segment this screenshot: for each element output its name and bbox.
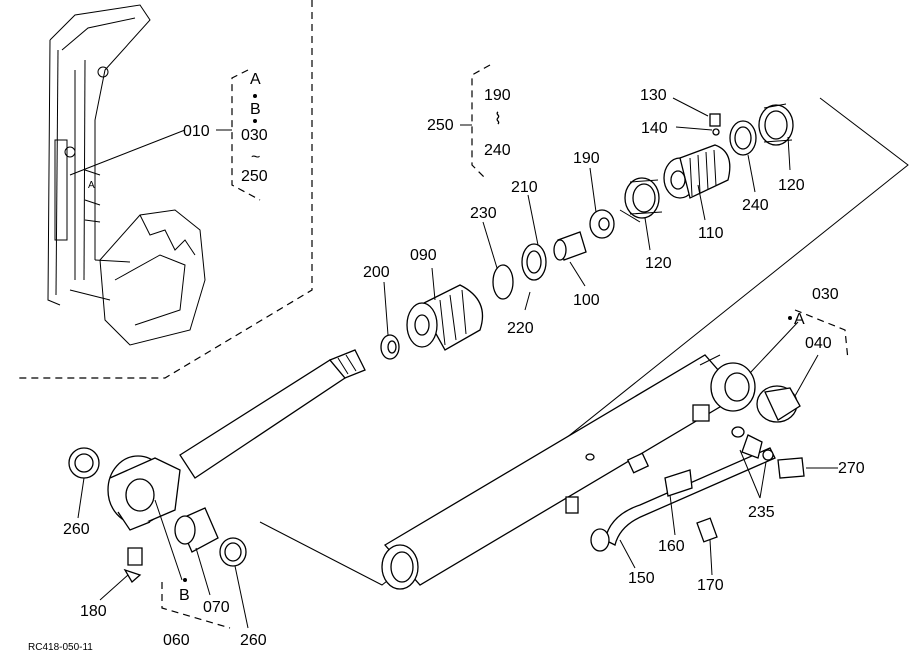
label-wave: ⌇ bbox=[494, 111, 502, 128]
exploded-frame bbox=[259, 97, 909, 586]
cylinder-tube bbox=[381, 354, 756, 590]
label-100: 100 bbox=[573, 292, 600, 309]
label-010: 010 bbox=[183, 123, 210, 140]
label-group-030: 030 bbox=[241, 127, 268, 144]
label-190-top: 190 bbox=[484, 87, 511, 104]
label-180: 180 bbox=[80, 603, 107, 620]
label-200: 200 bbox=[363, 264, 390, 281]
label-b: B bbox=[179, 587, 190, 604]
label-group-a: A bbox=[250, 71, 261, 88]
figure-code: RC418-050-11 bbox=[28, 642, 93, 653]
label-230: 230 bbox=[470, 205, 497, 222]
bushings bbox=[68, 385, 801, 584]
label-270: 270 bbox=[838, 460, 865, 477]
label-260-a: 260 bbox=[63, 521, 90, 538]
label-a: A bbox=[794, 311, 805, 328]
group-250: 250 190 ⌇ 240 bbox=[427, 64, 511, 179]
piston-rod bbox=[107, 349, 366, 531]
label-130: 130 bbox=[640, 87, 667, 104]
leader-lines bbox=[77, 97, 849, 629]
label-040: 040 bbox=[805, 335, 832, 352]
label-060: 060 bbox=[163, 632, 190, 649]
label-090: 090 bbox=[410, 247, 437, 264]
label-group-250: 250 bbox=[241, 168, 268, 185]
svg-text:A: A bbox=[88, 180, 95, 191]
label-120-a: 120 bbox=[778, 177, 805, 194]
part-labels: 130 140 120 240 110 120 190 210 230 090 … bbox=[28, 87, 865, 653]
label-140: 140 bbox=[641, 120, 668, 137]
label-group-b: B bbox=[250, 101, 261, 118]
label-190-b: 190 bbox=[573, 150, 600, 167]
label-220: 220 bbox=[507, 320, 534, 337]
label-160: 160 bbox=[658, 538, 685, 555]
label-210: 210 bbox=[511, 179, 538, 196]
piston-parts bbox=[380, 103, 794, 360]
label-240-top: 240 bbox=[484, 142, 511, 159]
label-235: 235 bbox=[748, 504, 775, 521]
machine-inset: A 010 A B 030 ~ 250 bbox=[15, 0, 313, 379]
label-260-b: 260 bbox=[240, 632, 267, 649]
label-030: 030 bbox=[812, 286, 839, 303]
label-070: 070 bbox=[203, 599, 230, 616]
label-group-tilde: ~ bbox=[251, 149, 260, 166]
label-250: 250 bbox=[427, 117, 454, 134]
label-120-b: 120 bbox=[645, 255, 672, 272]
label-240-b: 240 bbox=[742, 197, 769, 214]
pipe-assembly bbox=[590, 404, 805, 552]
label-110: 110 bbox=[698, 225, 724, 242]
label-150: 150 bbox=[628, 570, 655, 587]
label-170: 170 bbox=[697, 577, 724, 594]
